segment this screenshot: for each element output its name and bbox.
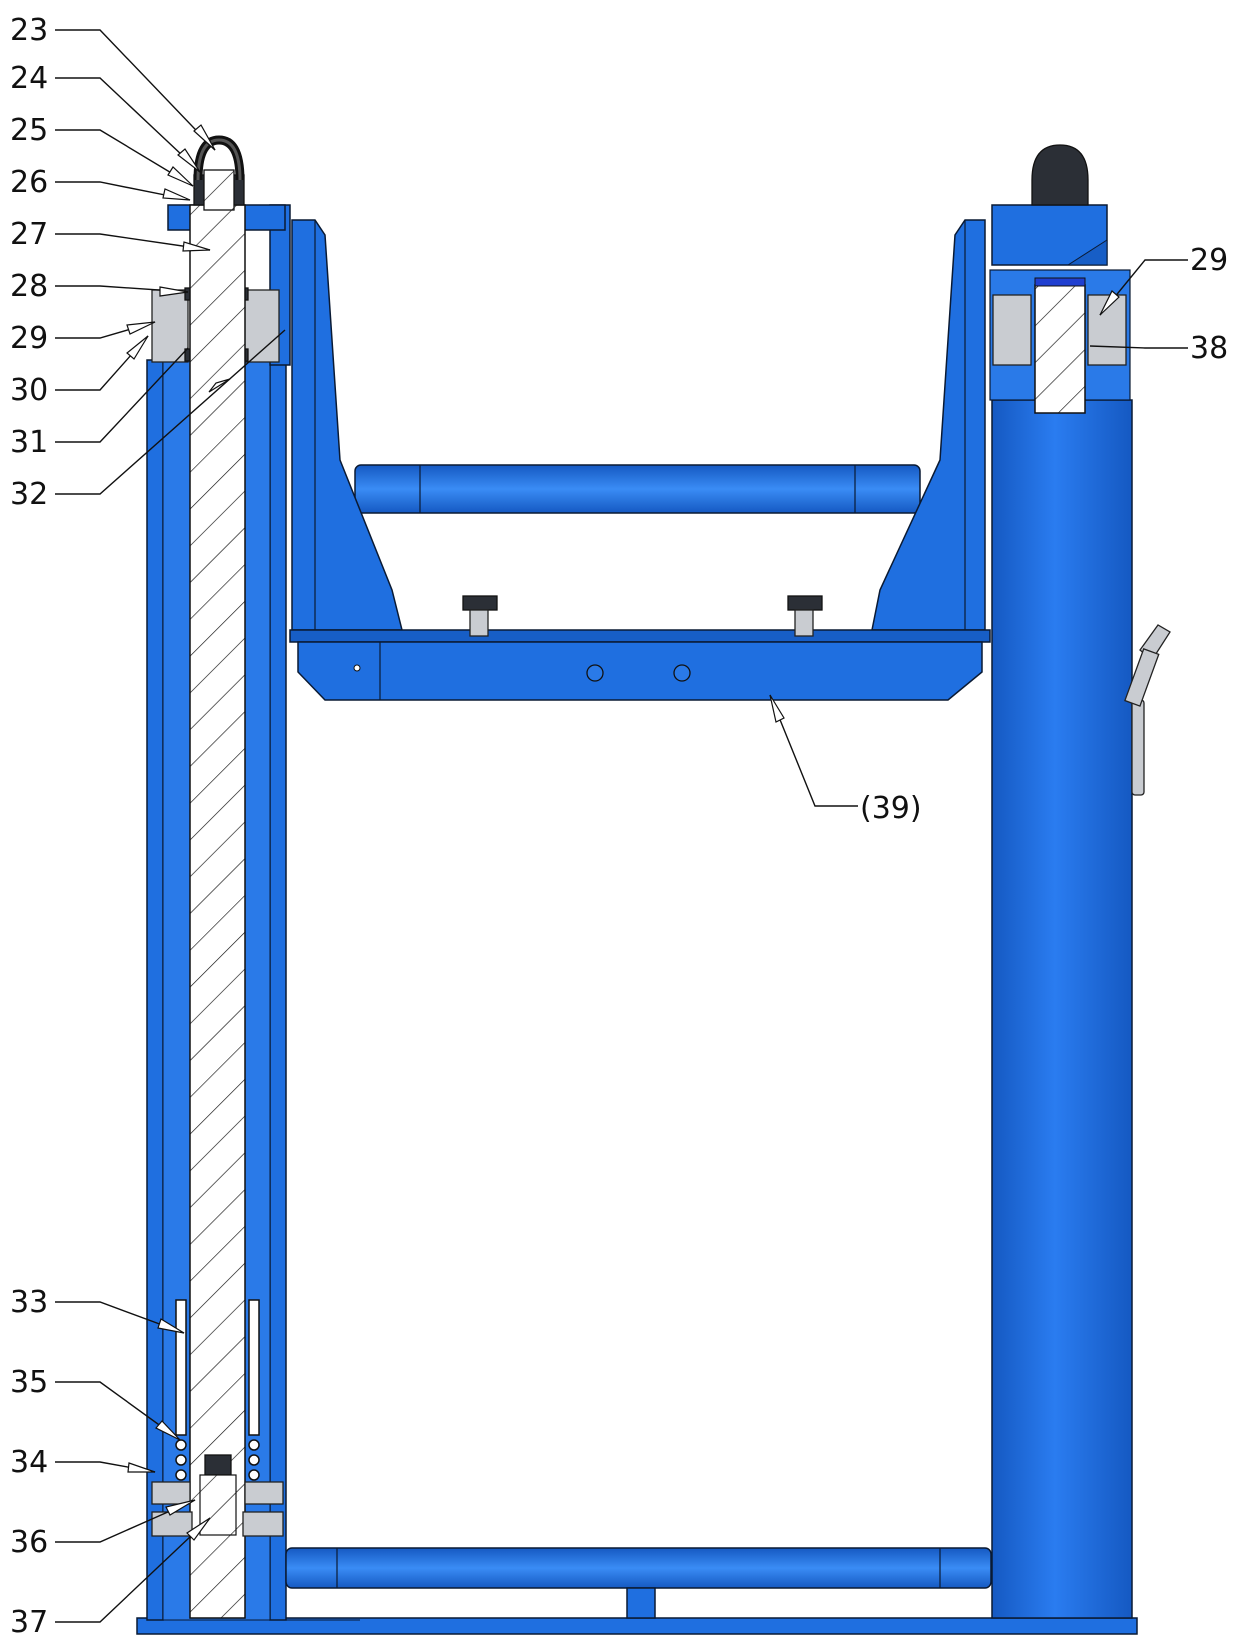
callout-37: 37 [10,1517,211,1640]
callout-23: 23 [10,13,216,151]
callouts-right: 29 38 [1089,243,1228,366]
callout-35-label: 35 [10,1365,48,1400]
callout-33: 33 [10,1285,185,1334]
callout-29-right-label: 29 [1190,243,1228,278]
callouts-left: 23 24 25 26 27 28 29 [10,13,286,1640]
callout-32: 32 [10,329,286,512]
callout-39: (39) [769,694,922,826]
right-column [989,144,1171,1619]
callout-34: 34 [10,1445,156,1480]
callout-36: 36 [10,1499,196,1560]
callout-31-label: 31 [10,425,48,460]
callout-31: 31 [10,347,189,460]
callout-30: 30 [10,335,149,408]
callout-39-label: (39) [860,791,922,826]
callout-24-label: 24 [10,61,48,96]
bolt-left [462,595,498,637]
callout-29-right: 29 [1099,243,1228,316]
left-column [146,135,291,1621]
carriage [289,219,991,701]
callout-27: 27 [10,217,211,252]
callout-34-label: 34 [10,1445,48,1480]
callout-26: 26 [10,165,191,201]
callout-35: 35 [10,1365,181,1441]
base-plate [136,1617,1138,1635]
callout-27-label: 27 [10,217,48,252]
callout-29-left: 29 [10,321,156,356]
callout-28-label: 28 [10,269,48,304]
callout-24: 24 [10,61,201,173]
callout-25: 25 [10,113,194,187]
callout-38: 38 [1089,331,1228,366]
upper-crossbar [354,464,921,514]
callout-38-label: 38 [1190,331,1228,366]
callout-29-left-label: 29 [10,321,48,356]
callout-36-label: 36 [10,1525,48,1560]
callout-25-label: 25 [10,113,48,148]
callout-30-label: 30 [10,373,48,408]
callout-26-label: 26 [10,165,48,200]
lower-crossbar [285,1547,992,1619]
callout-33-label: 33 [10,1285,48,1320]
bolt-right [787,595,823,637]
callout-37-label: 37 [10,1605,48,1640]
callout-23-label: 23 [10,13,48,48]
callout-32-label: 32 [10,477,48,512]
callout-28: 28 [10,269,189,304]
